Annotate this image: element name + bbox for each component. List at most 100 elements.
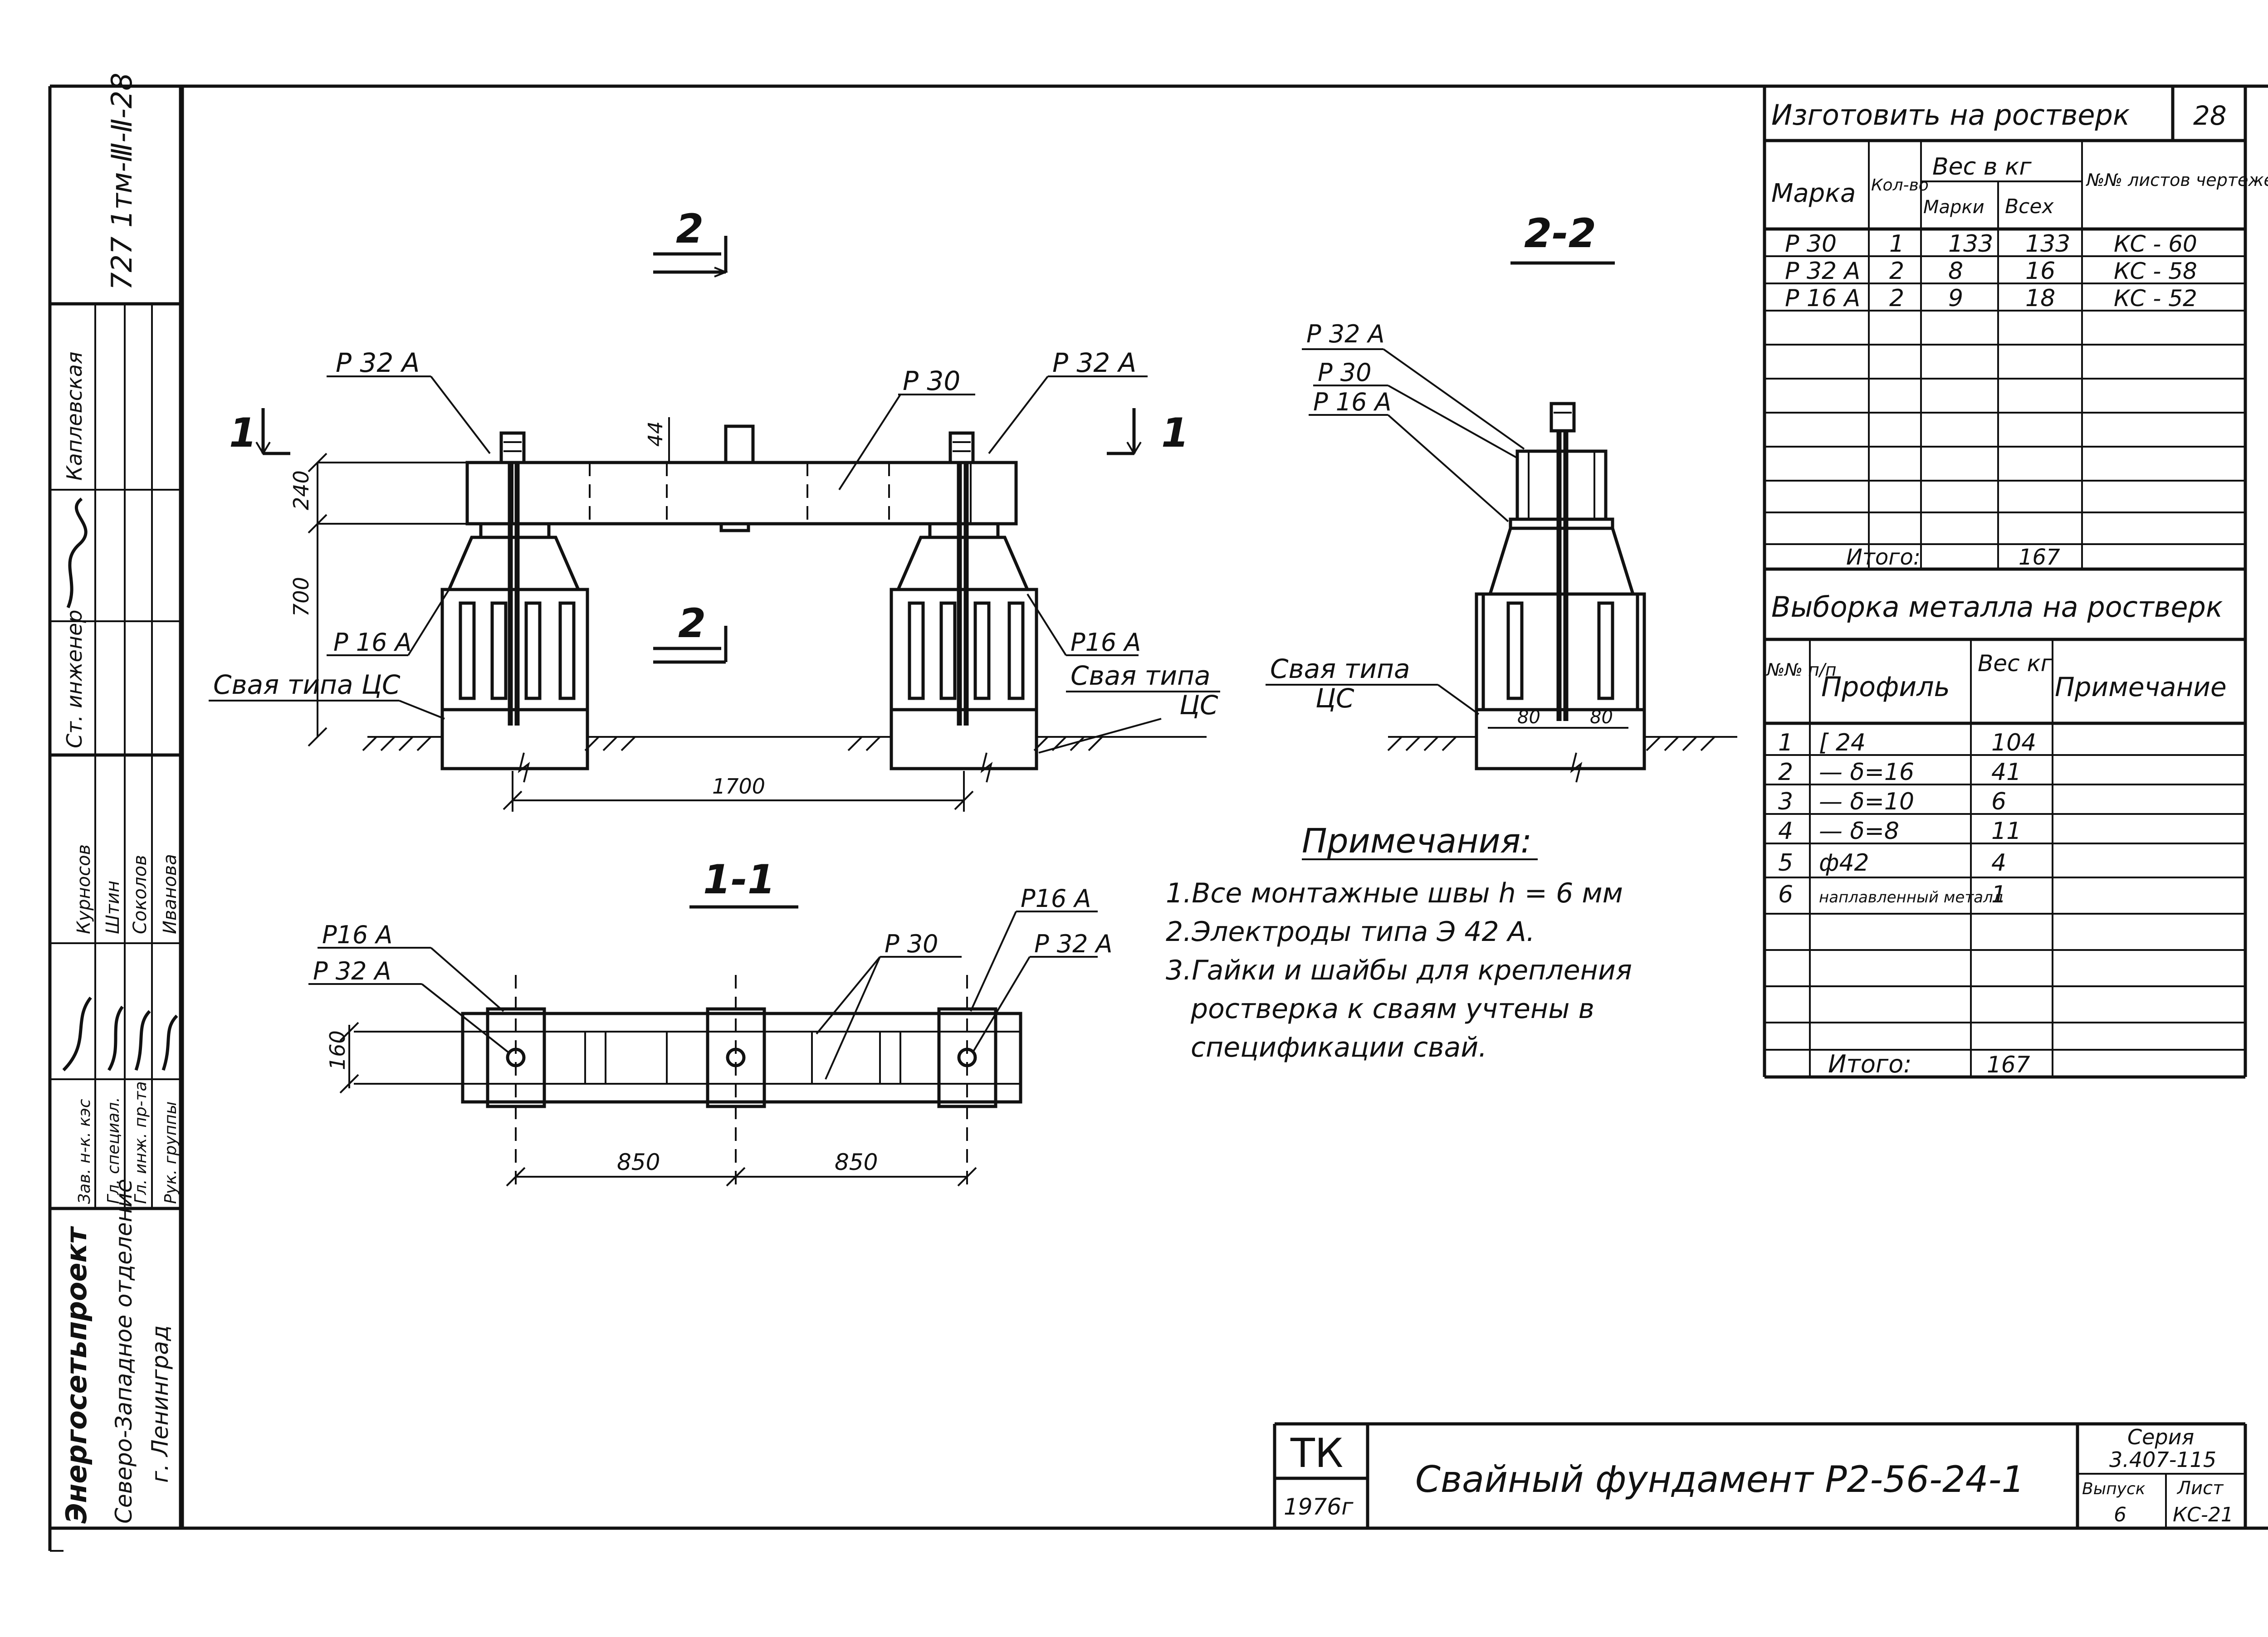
callout-p16a-side: Р 16 А (1313, 388, 1392, 416)
spec-row-each: 8 (1948, 258, 1963, 285)
metal-row-profile: — δ=16 (1819, 759, 1914, 786)
stamp-signature (66, 497, 88, 609)
spec-header-weight: Вес в кг (1932, 153, 2032, 180)
spec-header-each: Марки (1923, 197, 1984, 218)
metal-table: Выборка металла на ростверк №№ п/п Профи… (1765, 590, 2245, 1079)
spec-header-qty: Кол-во (1871, 176, 1929, 195)
callout-p30-side: Р 30 (1318, 358, 1371, 387)
metal-header-note: Примечание (2055, 672, 2227, 702)
dim-160: 160 (325, 1030, 350, 1070)
title-sheet-value: КС-21 (2173, 1503, 2234, 1526)
notes-title: Примечания: (1302, 822, 1532, 861)
spec-row-sheet: КС - 52 (2114, 285, 2197, 312)
spec-row-mark: Р 16 А (1785, 285, 1860, 312)
metal-row-weight: 11 (1991, 818, 2021, 845)
title-series-label: Серия (2127, 1425, 2194, 1449)
metal-header-num: №№ п/п (1766, 660, 1837, 680)
metal-header-weight: Вес кг (1978, 650, 2053, 677)
dim-240: 240 (289, 470, 313, 510)
callout-p32a-left: Р 32 А (336, 347, 420, 378)
spec-row-all: 18 (2025, 285, 2055, 312)
side-stamp: 727 1тм-Ⅲ-Ⅱ-28 Каплевская Ст. инженер Ку… (50, 73, 181, 1524)
note-3b: ростверка к сваям учтены в (1190, 993, 1594, 1025)
stamp-engineer-role: Ст. инженер (62, 610, 87, 748)
spec-row-each: 133 (1948, 230, 1993, 258)
dim-700: 700 (289, 577, 313, 617)
sheet-frame (48, 84, 2268, 1552)
stamp-role-3: Гл. инж. пр-та (132, 1081, 150, 1204)
title-block: ТК 1976г Свайный фундамент Р2-56-24-1 Се… (1273, 1422, 2247, 1528)
callout-p30-plan: Р 30 (885, 930, 938, 958)
plan-view-label: 1-1 (703, 856, 775, 903)
title-main: Свайный фундамент Р2-56-24-1 (1415, 1458, 2024, 1501)
metal-total-label: Итого: (1828, 1050, 1912, 1078)
front-section-mark: 2 (678, 600, 706, 647)
stamp-name-1: Курносов (73, 844, 94, 934)
metal-row-num: 6 (1778, 881, 1793, 908)
metal-row-num: 5 (1778, 849, 1793, 877)
spec-row-qty: 2 (1889, 285, 1904, 312)
callout-pile-right-1: Свая типа (1070, 660, 1211, 691)
spec-row-qty: 1 (1889, 230, 1904, 258)
side-view-label: 2-2 (1524, 210, 1596, 257)
metal-row-weight: 1 (1991, 881, 2006, 908)
dim-44: 44 (644, 421, 667, 447)
spec-row-all: 133 (2025, 230, 2070, 258)
callout-p32a-right: Р 32 А (1052, 347, 1136, 378)
note-3c: спецификации свай. (1191, 1032, 1487, 1063)
dim-850-left: 850 (617, 1149, 660, 1175)
left-support (440, 431, 589, 770)
title-sheet-label: Лист (2176, 1478, 2224, 1499)
callout-p32a-plan-left: Р 32 А (313, 957, 391, 985)
stamp-name-2: Штин (103, 881, 123, 934)
callout-pile-right-2: ЦС (1179, 690, 1218, 721)
spec-row-each: 9 (1948, 285, 1963, 312)
spec-row-mark: Р 30 (1785, 230, 1837, 258)
callout-p32a-side: Р 32 А (1306, 320, 1385, 348)
spec-row-all: 16 (2025, 258, 2055, 285)
stamp-role-1: Зав. н-к. кэс (75, 1099, 94, 1204)
callout-p16a-left: Р 16 А (333, 628, 412, 657)
metal-header-profile: Профиль (1821, 671, 1950, 703)
metal-row-profile: [ 24 (1819, 729, 1866, 756)
cut-mark-left: 1 (229, 409, 257, 456)
spec-header-mark: Марка (1771, 179, 1856, 208)
right-support (890, 431, 1038, 770)
stamp-org-1: Энергосетьпроект (60, 1226, 93, 1524)
side-view: 2-2 80 80 Р 32 А Р 30 Р 16 А Свая тип (1266, 210, 1737, 783)
callout-p16a-right: Р16 А (1070, 628, 1141, 657)
callout-pile-left: Свая типа ЦС (213, 669, 401, 700)
spec-title: Изготовить на ростверк (1771, 98, 2130, 132)
dim-80-right: 80 (1590, 707, 1613, 728)
stamp-name-3: Соколов (130, 855, 151, 934)
title-issue-value: 6 (2114, 1503, 2126, 1526)
dim-80-left: 80 (1517, 707, 1540, 728)
metal-row-num: 4 (1778, 818, 1793, 845)
title-series-value: 3.407-115 (2109, 1447, 2216, 1472)
stamp-role-2: Гл. специал. (104, 1097, 123, 1204)
plan-view: 1-1 160 850 850 Р16 А Р 32 А (308, 856, 1113, 1188)
metal-row-profile: ф42 (1819, 849, 1869, 877)
spec-row-qty: 2 (1889, 258, 1904, 285)
stamp-org-2: Северо-Западное отделение (111, 1179, 137, 1524)
note-2: 2.Электроды типа Э 42 А. (1166, 916, 1535, 948)
sheet-number: 28 (2193, 100, 2227, 131)
callout-pile-side-1: Свая типа (1270, 653, 1410, 684)
stamp-org-3: г. Ленинград (147, 1325, 173, 1483)
metal-row-profile: — δ=10 (1819, 788, 1914, 815)
metal-row-num: 3 (1778, 788, 1793, 815)
stamp-name-4: Иванова (160, 854, 181, 934)
callout-p16a-plan-left: Р16 А (322, 921, 392, 949)
dim-850-right: 850 (835, 1149, 878, 1175)
metal-row-weight: 4 (1991, 849, 2006, 877)
metal-total-value: 167 (1987, 1052, 2030, 1078)
metal-row-num: 2 (1778, 759, 1793, 786)
spec-header-all: Всех (2005, 195, 2054, 218)
spec-total-value: 167 (2019, 545, 2060, 570)
stamp-role-4: Рук. группы (161, 1101, 180, 1204)
spec-table: Изготовить на ростверк 28 Марка Кол-во В… (1763, 86, 2268, 1077)
metal-row-profile: наплавленный металл (1819, 888, 2003, 906)
